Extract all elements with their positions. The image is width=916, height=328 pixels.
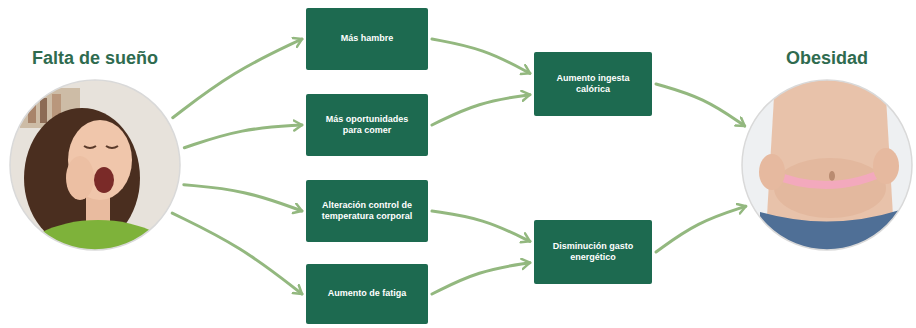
flow-arrow [173,39,302,118]
flow-arrow [432,95,530,125]
process-box: Más hambre [306,8,428,70]
box-label: Más oportunidades para comer [316,114,418,137]
closed-eye [106,146,118,148]
closed-eye [84,146,96,148]
hand [759,154,785,190]
navel [829,171,835,181]
hand [873,148,899,184]
box-label: Alteración control de temperatura corpor… [316,200,418,223]
book [40,98,47,123]
flow-arrow [172,213,302,294]
flow-arrow [432,39,530,73]
photo-rim [742,80,912,250]
yawning-woman-photo [10,80,180,310]
tape-measure [768,168,892,185]
flow-arrow [184,185,302,211]
photo-circle: Falta de sueño [10,80,180,250]
photo-rim [10,80,180,250]
belly-measuring-photo [742,80,912,250]
flow-arrow [432,263,530,294]
hand [66,156,94,200]
flow-arrow [184,125,302,148]
flow-arrow [656,206,746,252]
box-label: Aumento ingesta calórica [544,73,642,96]
flow-arrow [656,84,745,126]
process-box: Más oportunidades para comer [306,94,428,156]
jeans [760,210,900,250]
process-box: Aumento ingesta calórica [534,52,652,116]
photo-background [742,80,912,250]
shirt [16,220,180,310]
flow-arrow [432,211,530,241]
circle-heading: Falta de sueño [0,48,210,69]
circle-heading: Obesidad [712,48,916,69]
process-box: Aumento de fatiga [306,264,428,324]
box-label: Disminución gasto energético [544,241,642,264]
open-mouth [94,167,114,193]
box-label: Más hambre [341,33,394,44]
box-label: Aumento de fatiga [328,288,407,299]
process-box: Disminución gasto energético [534,220,652,284]
process-box: Alteración control de temperatura corpor… [306,180,428,242]
photo-circle: Obesidad [742,80,912,250]
